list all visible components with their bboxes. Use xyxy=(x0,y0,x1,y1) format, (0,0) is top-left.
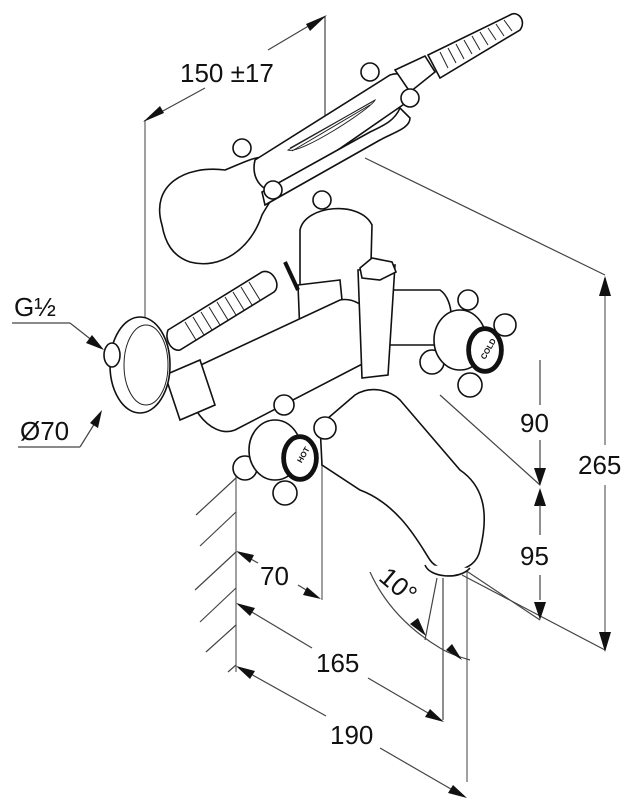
shower-hose-top xyxy=(426,12,524,80)
shower-hose-lower xyxy=(184,281,261,341)
dim-190-label: 190 xyxy=(330,720,373,750)
dim-165-label: 165 xyxy=(316,648,359,678)
dimension-total-projection: 190 xyxy=(236,666,467,798)
dimension-total-height: 265 xyxy=(578,276,621,652)
dim-o70-label: Ø70 xyxy=(20,416,69,446)
dim-g-half-label: G½ xyxy=(14,292,56,322)
cold-knob: COLD xyxy=(419,289,517,398)
dim-95-label: 95 xyxy=(520,541,549,571)
hot-knob: HOT xyxy=(232,394,337,506)
dim-10deg-label: 10° xyxy=(374,561,423,609)
spout xyxy=(319,388,486,577)
dimension-spout-projection: 165 xyxy=(236,603,444,722)
dim-70-label: 70 xyxy=(260,561,289,591)
wall-rosette xyxy=(103,316,171,414)
dim-90-label: 90 xyxy=(520,408,549,438)
dimension-inlet-thread: G½ xyxy=(12,292,104,350)
dimension-knob-projection: 70 xyxy=(236,551,321,599)
dimension-hose-length: 150 ±17 xyxy=(143,15,327,122)
wall-hatch xyxy=(194,475,237,673)
dim-150-label: 150 ±17 xyxy=(180,58,274,88)
dimension-upper-lower-height: 90 95 xyxy=(520,360,549,620)
dimension-rosette-diameter: Ø70 xyxy=(18,410,102,448)
dim-265-label: 265 xyxy=(578,450,621,480)
hand-shower xyxy=(158,12,524,265)
